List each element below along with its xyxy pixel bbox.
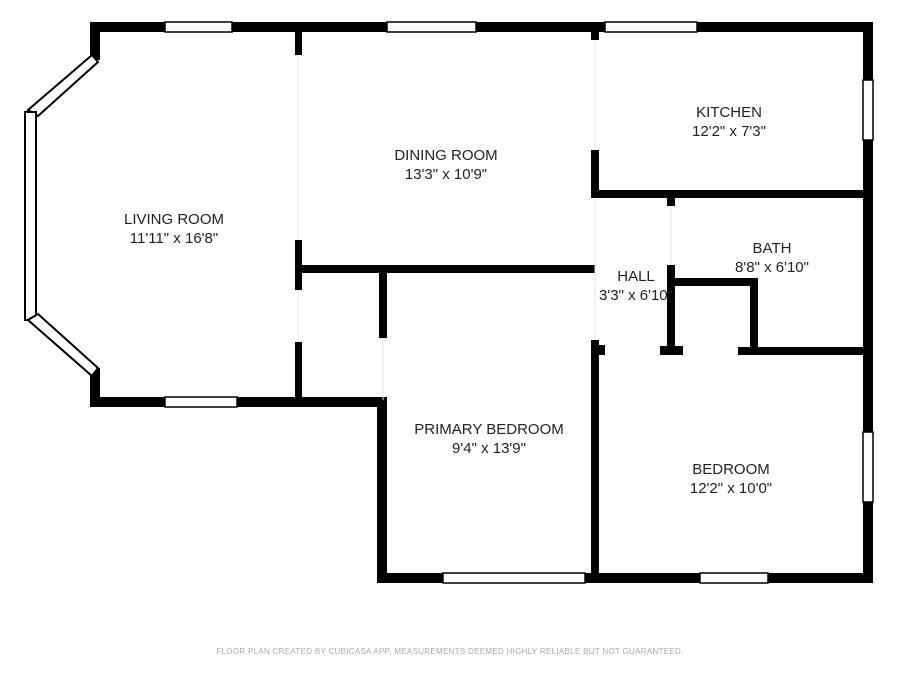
disclaimer-footer: FLOOR PLAN CREATED BY CUBICASA APP. MEAS… xyxy=(216,647,684,656)
room-dimensions: 9'4" x 13'9" xyxy=(452,440,526,457)
room-name: LIVING ROOM xyxy=(123,211,225,228)
room-dimensions: 12'2" x 10'0" xyxy=(689,480,773,497)
room-living-room: LIVING ROOM 11'11" x 16'8" xyxy=(124,210,224,248)
room-bath: BATH 8'8" x 6'10" xyxy=(735,239,809,277)
room-hall: HALL 3'3" x 6'10" xyxy=(599,267,673,305)
room-name: DINING ROOM xyxy=(394,147,498,164)
room-dimensions: 11'11" x 16'8" xyxy=(129,230,219,247)
room-name: PRIMARY BEDROOM xyxy=(414,421,564,438)
room-kitchen: KITCHEN 12'2" x 7'3" xyxy=(692,103,766,141)
room-name: BATH xyxy=(752,240,792,257)
room-dimensions: 8'8" x 6'10" xyxy=(735,259,809,276)
room-bedroom: BEDROOM 12'2" x 10'0" xyxy=(690,460,772,498)
room-name: BEDROOM xyxy=(692,461,770,478)
openings xyxy=(297,40,672,400)
room-dimensions: 13'3" x 10'9" xyxy=(404,166,488,183)
room-dimensions: 12'2" x 7'3" xyxy=(692,123,766,140)
bay-window xyxy=(24,53,100,378)
room-name: KITCHEN xyxy=(696,104,762,121)
room-dining-room: DINING ROOM 13'3" x 10'9" xyxy=(394,146,497,184)
room-name: HALL xyxy=(617,268,655,285)
room-primary-bedroom: PRIMARY BEDROOM 9'4" x 13'9" xyxy=(414,420,563,458)
walls xyxy=(90,22,873,583)
room-dimensions: 3'3" x 6'10" xyxy=(599,287,673,304)
windows xyxy=(164,21,874,584)
